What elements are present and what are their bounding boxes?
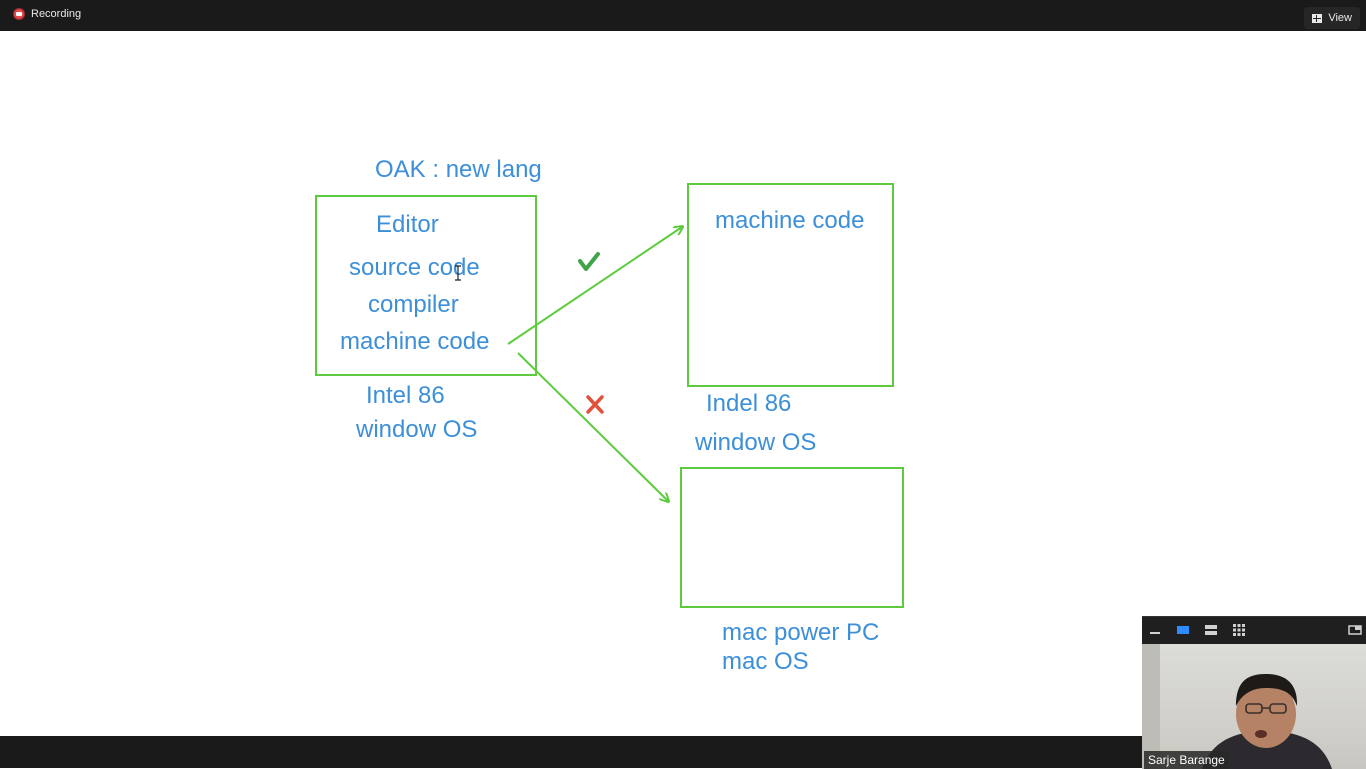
meeting-bottom-bar xyxy=(0,736,1366,768)
source-line-compiler: compiler xyxy=(368,291,459,318)
arrow-to-mac-target xyxy=(517,352,668,501)
shared-whiteboard: OAK : new lang Editor source code compil… xyxy=(0,31,1366,736)
recording-indicator[interactable]: Recording xyxy=(13,8,81,20)
target-caption-cpu: Indel 86 xyxy=(706,390,792,417)
mac-caption-os: mac OS xyxy=(722,648,809,675)
participant-video[interactable]: Sarje Barange xyxy=(1142,644,1366,769)
arrow-to-windows-target xyxy=(507,227,682,345)
speaker-view-icon[interactable] xyxy=(1176,623,1190,637)
mac-target-box xyxy=(680,467,904,608)
source-caption-os: window OS xyxy=(356,416,478,443)
source-line-editor: Editor xyxy=(376,211,439,238)
minimize-icon[interactable] xyxy=(1148,623,1162,637)
view-button[interactable]: View xyxy=(1304,7,1360,29)
target-caption-os: window OS xyxy=(695,429,817,456)
annotation-layer xyxy=(507,31,1366,736)
video-panel-toolbar xyxy=(1142,617,1366,644)
floating-video-panel[interactable]: Sarje Barange xyxy=(1142,616,1366,769)
view-grid-icon xyxy=(1312,13,1323,23)
meeting-top-bar: Recording View xyxy=(0,0,1366,31)
diagram-heading: OAK : new lang xyxy=(375,156,542,183)
grid-view-icon[interactable] xyxy=(1232,623,1246,637)
source-machine-box xyxy=(315,195,537,376)
mac-caption-cpu: mac power PC xyxy=(722,619,880,646)
recording-icon xyxy=(13,8,25,20)
participant-name: Sarje Barange xyxy=(1144,751,1229,769)
pin-icon[interactable] xyxy=(1348,623,1362,637)
view-label: View xyxy=(1328,12,1352,24)
source-line-machine-code: machine code xyxy=(340,328,490,355)
source-caption-cpu: Intel 86 xyxy=(366,382,445,409)
participant-avatar xyxy=(1142,644,1332,769)
target-machine-code: machine code xyxy=(715,207,865,234)
check-icon xyxy=(578,252,600,271)
recording-label: Recording xyxy=(31,8,82,20)
text-cursor-icon xyxy=(455,265,461,281)
strip-view-icon[interactable] xyxy=(1204,623,1218,637)
windows-target-box xyxy=(687,183,894,387)
cross-icon xyxy=(586,395,604,414)
